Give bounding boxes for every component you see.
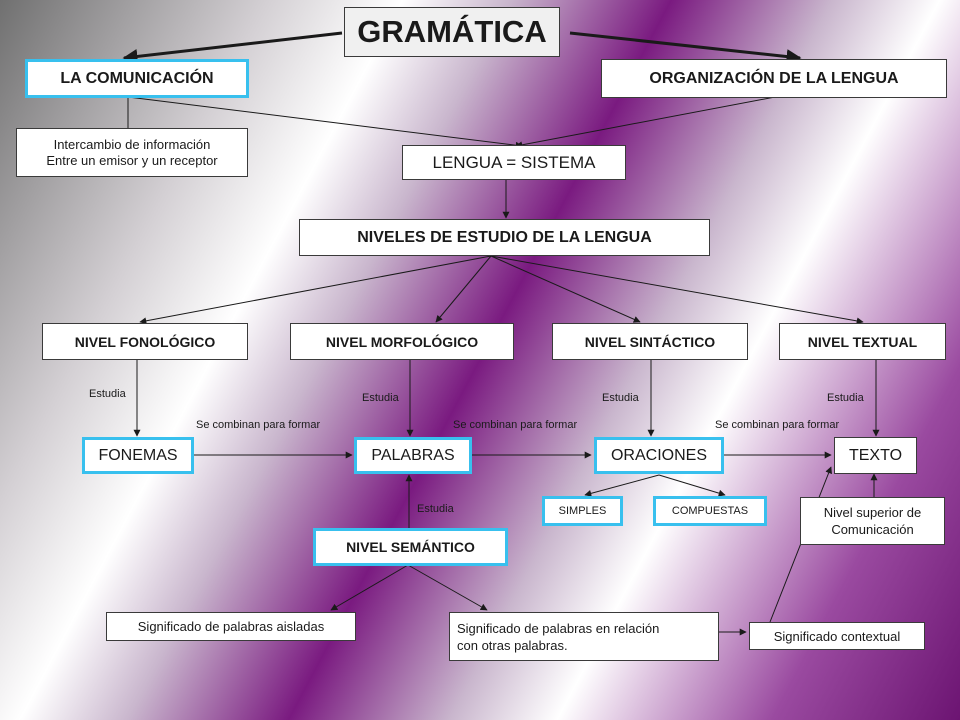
estudia-label-5: Estudia bbox=[417, 503, 454, 515]
nivel-superior-line-1: Nivel superior de bbox=[823, 505, 922, 520]
nivel-morfologico-box: NIVEL MORFOLÓGICO bbox=[290, 323, 514, 360]
palabras-box: PALABRAS bbox=[354, 437, 472, 474]
compuestas-box: COMPUESTAS bbox=[653, 496, 767, 526]
nivel-semantico-box: NIVEL SEMÁNTICO bbox=[313, 528, 508, 566]
estudia-label-4: Estudia bbox=[827, 392, 864, 404]
sig-relacion-line-2: con otras palabras. bbox=[457, 637, 568, 653]
sig-relacion-line-1: Significado de palabras en relación bbox=[457, 620, 660, 636]
nivel-superior-box: Nivel superior de Comunicación bbox=[800, 497, 945, 545]
sig-aisladas-box: Significado de palabras aisladas bbox=[106, 612, 356, 641]
lengua-box: LENGUA = SISTEMA bbox=[402, 145, 626, 180]
simples-box: SIMPLES bbox=[542, 496, 623, 526]
niveles-estudio-box: NIVELES DE ESTUDIO DE LA LENGUA bbox=[299, 219, 710, 256]
organizacion-box: ORGANIZACIÓN DE LA LENGUA bbox=[601, 59, 947, 98]
texto-box: TEXTO bbox=[834, 437, 917, 474]
estudia-label-3: Estudia bbox=[602, 392, 639, 404]
sig-contextual-box: Significado contextual bbox=[749, 622, 925, 650]
nivel-superior-line-2: Comunicación bbox=[831, 522, 914, 537]
estudia-label-2: Estudia bbox=[362, 392, 399, 404]
page-title: GRAMÁTICA bbox=[344, 7, 560, 57]
nivel-textual-box: NIVEL TEXTUAL bbox=[779, 323, 946, 360]
oraciones-box: ORACIONES bbox=[594, 437, 724, 474]
comunicacion-box: LA COMUNICACIÓN bbox=[25, 59, 249, 98]
se-combinan-label-3: Se combinan para formar bbox=[715, 419, 840, 431]
sig-relacion-box: Significado de palabras en relación con … bbox=[449, 612, 719, 661]
se-combinan-label-1: Se combinan para formar bbox=[196, 419, 321, 431]
fonemas-box: FONEMAS bbox=[82, 437, 194, 474]
se-combinan-label-2: Se combinan para formar bbox=[453, 419, 578, 431]
nivel-fonologico-box: NIVEL FONOLÓGICO bbox=[42, 323, 248, 360]
estudia-label-1: Estudia bbox=[89, 388, 126, 400]
intercambio-line-1: Intercambio de información bbox=[53, 136, 211, 152]
intercambio-line-2: Entre un emisor y un receptor bbox=[46, 152, 218, 168]
intercambio-box: Intercambio de información Entre un emis… bbox=[16, 128, 248, 177]
nivel-sintactico-box: NIVEL SINTÁCTICO bbox=[552, 323, 748, 360]
